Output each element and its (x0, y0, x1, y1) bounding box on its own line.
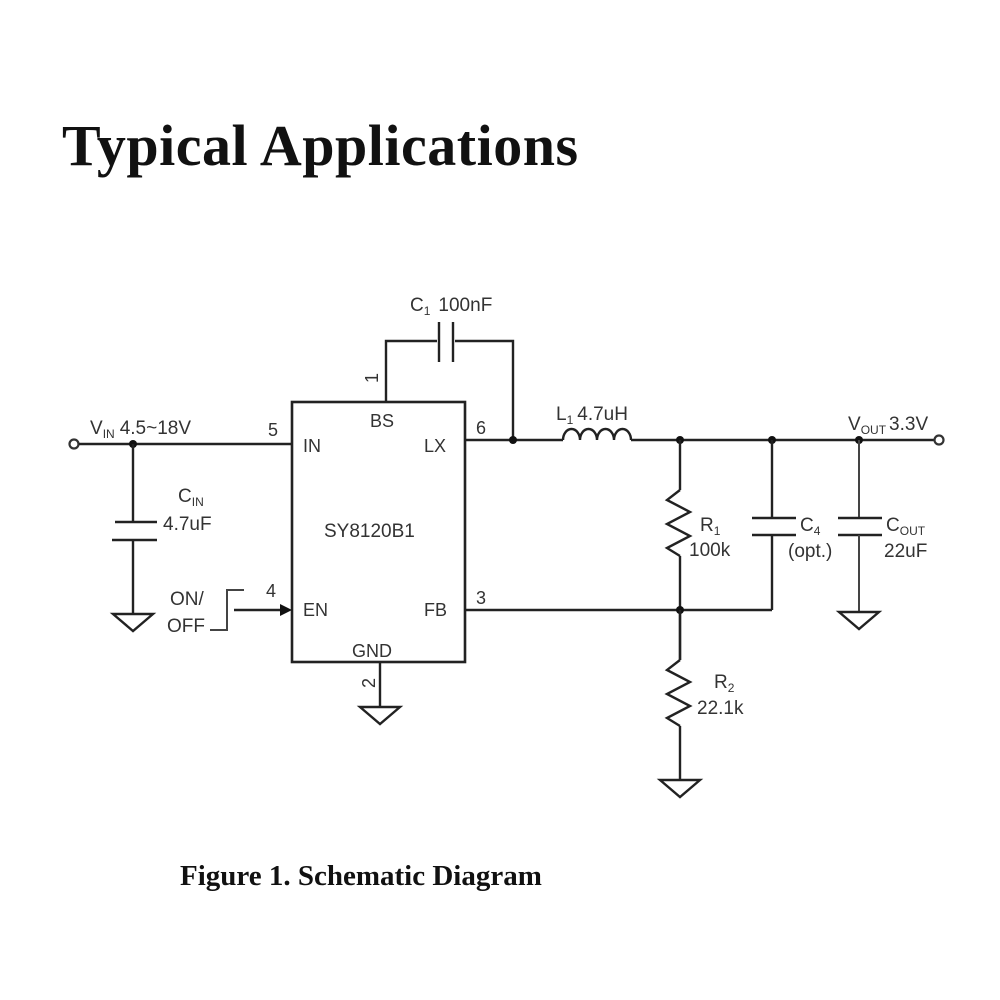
cin-value: 4.7uF (163, 514, 212, 535)
enable-label-on: ON/ (170, 589, 205, 610)
pin-gnd-name: GND (352, 641, 392, 661)
ic-body (290, 400, 467, 664)
cin-ref: CIN (178, 486, 204, 509)
pin-fb-number: 3 (476, 588, 486, 608)
pin-bs-name: BS (370, 411, 394, 431)
r1-value: 100k (689, 540, 731, 561)
r2-value: 22.1k (697, 698, 744, 719)
pin-in-number: 5 (268, 420, 278, 440)
cout-ref: COUT (886, 515, 926, 538)
pin-lx-number: 6 (476, 418, 486, 438)
pin-bs-number: 1 (362, 373, 382, 383)
pin-gnd-number: 2 (359, 678, 379, 688)
en-arrow-icon (280, 604, 292, 616)
ic-part-label: SY8120B1 (324, 521, 415, 542)
vin-terminal (68, 438, 80, 450)
bs-wire (384, 339, 437, 402)
figure-caption: Figure 1. Schematic Diagram (180, 860, 542, 892)
page-title: Typical Applications (62, 113, 579, 178)
r2-ground-icon (656, 778, 704, 799)
r1-ref: R1 (700, 515, 721, 538)
c4-value: (opt.) (788, 541, 832, 562)
pin-en-number: 4 (266, 581, 276, 601)
pin-fb-name: FB (424, 600, 447, 620)
cin-ground-icon (109, 612, 157, 633)
c4-ref: C4 (800, 515, 821, 538)
cout-value: 22uF (884, 541, 927, 562)
pin-en-name: EN (303, 600, 328, 620)
ic-ground-icon (356, 705, 404, 726)
l1-inductor-icon (561, 427, 633, 441)
pin-lx-name: LX (424, 436, 446, 456)
lx-junction (509, 436, 517, 444)
r1-resistor-icon (664, 489, 693, 558)
r2-resistor-icon (664, 659, 693, 728)
enable-label-off: OFF (167, 616, 205, 637)
vout-terminal (933, 434, 945, 446)
c1-wire-right (455, 339, 515, 440)
pin-in-name: IN (303, 436, 321, 456)
cout-ground-icon (835, 610, 883, 631)
r2-ref: R2 (714, 672, 735, 695)
enable-toggle-signal (210, 589, 244, 631)
